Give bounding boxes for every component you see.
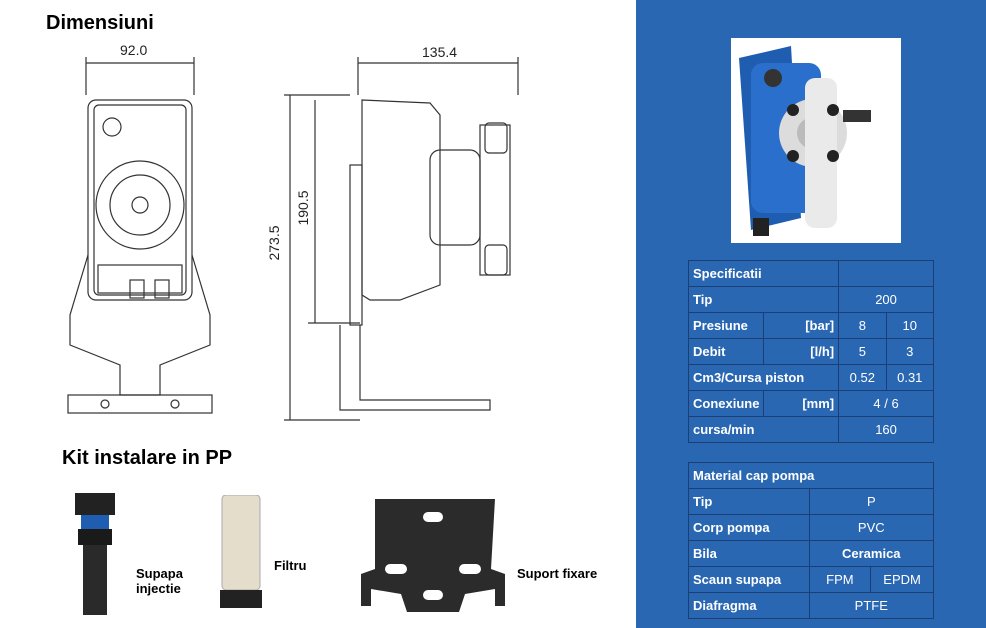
material-row-value: FPM xyxy=(808,566,872,593)
dim-width-front: 92.0 xyxy=(120,42,148,58)
material-table: Material cap pompa Tip P Corp pompa PVC … xyxy=(688,462,935,619)
side-view-drawing xyxy=(284,57,519,421)
spec-row-value: 0.52 xyxy=(838,364,887,391)
spec-table: Specificatii Tip 200 Presiune [bar] 8 10… xyxy=(687,260,935,443)
spec-row-key: Cm3/Cursa piston xyxy=(687,364,840,391)
spec-row-key: Conexiune xyxy=(687,390,765,417)
spec-row-value: 3 xyxy=(885,338,935,365)
material-row-key: Corp pompa xyxy=(688,514,810,541)
dim-width-side: 135.4 xyxy=(422,44,458,60)
spec-row-key: cursa/min xyxy=(687,416,840,443)
spec-header: Specificatii xyxy=(687,260,840,287)
material-row-key: Tip xyxy=(688,488,810,515)
spec-row-unit: [mm] xyxy=(763,390,840,417)
kit-label-injection-valve: Supapa injectie xyxy=(136,566,183,596)
material-header: Material cap pompa xyxy=(688,462,934,489)
spec-row-value: 0.31 xyxy=(885,364,935,391)
material-row-value: Ceramica xyxy=(808,540,935,567)
spec-row-value: 10 xyxy=(885,312,935,339)
spec-row-value: 8 xyxy=(838,312,887,339)
material-row-value: PVC xyxy=(808,514,935,541)
spec-row-value: 200 xyxy=(838,286,934,313)
mounting-bracket-image xyxy=(361,499,505,612)
spec-row-value: 5 xyxy=(838,338,887,365)
material-row-key: Scaun supapa xyxy=(688,566,810,593)
dimensions-title: Dimensiuni xyxy=(46,12,154,34)
spec-row-key: Debit xyxy=(687,338,765,365)
spec-row-key: Tip xyxy=(687,286,840,313)
injection-valve-image xyxy=(75,493,115,615)
spec-row-value: 4 / 6 xyxy=(838,390,934,417)
pump-photo xyxy=(731,38,901,243)
spec-row-unit: [l/h] xyxy=(763,338,840,365)
kit-title: Kit instalare in PP xyxy=(62,447,233,469)
material-row-value: P xyxy=(808,488,935,515)
material-row-value: EPDM xyxy=(870,566,934,593)
spec-row-value: 160 xyxy=(838,416,934,443)
front-view-drawing xyxy=(67,57,213,414)
material-row-value: PTFE xyxy=(808,592,935,619)
filter-image xyxy=(220,495,262,608)
kit-label-filter: Filtru xyxy=(274,558,307,573)
material-row-key: Bila xyxy=(688,540,810,567)
spec-row-key: Presiune xyxy=(687,312,765,339)
kit-label-mounting-bracket: Suport fixare xyxy=(517,566,598,581)
spec-row-unit: [bar] xyxy=(763,312,840,339)
material-row-key: Diafragma xyxy=(688,592,810,619)
